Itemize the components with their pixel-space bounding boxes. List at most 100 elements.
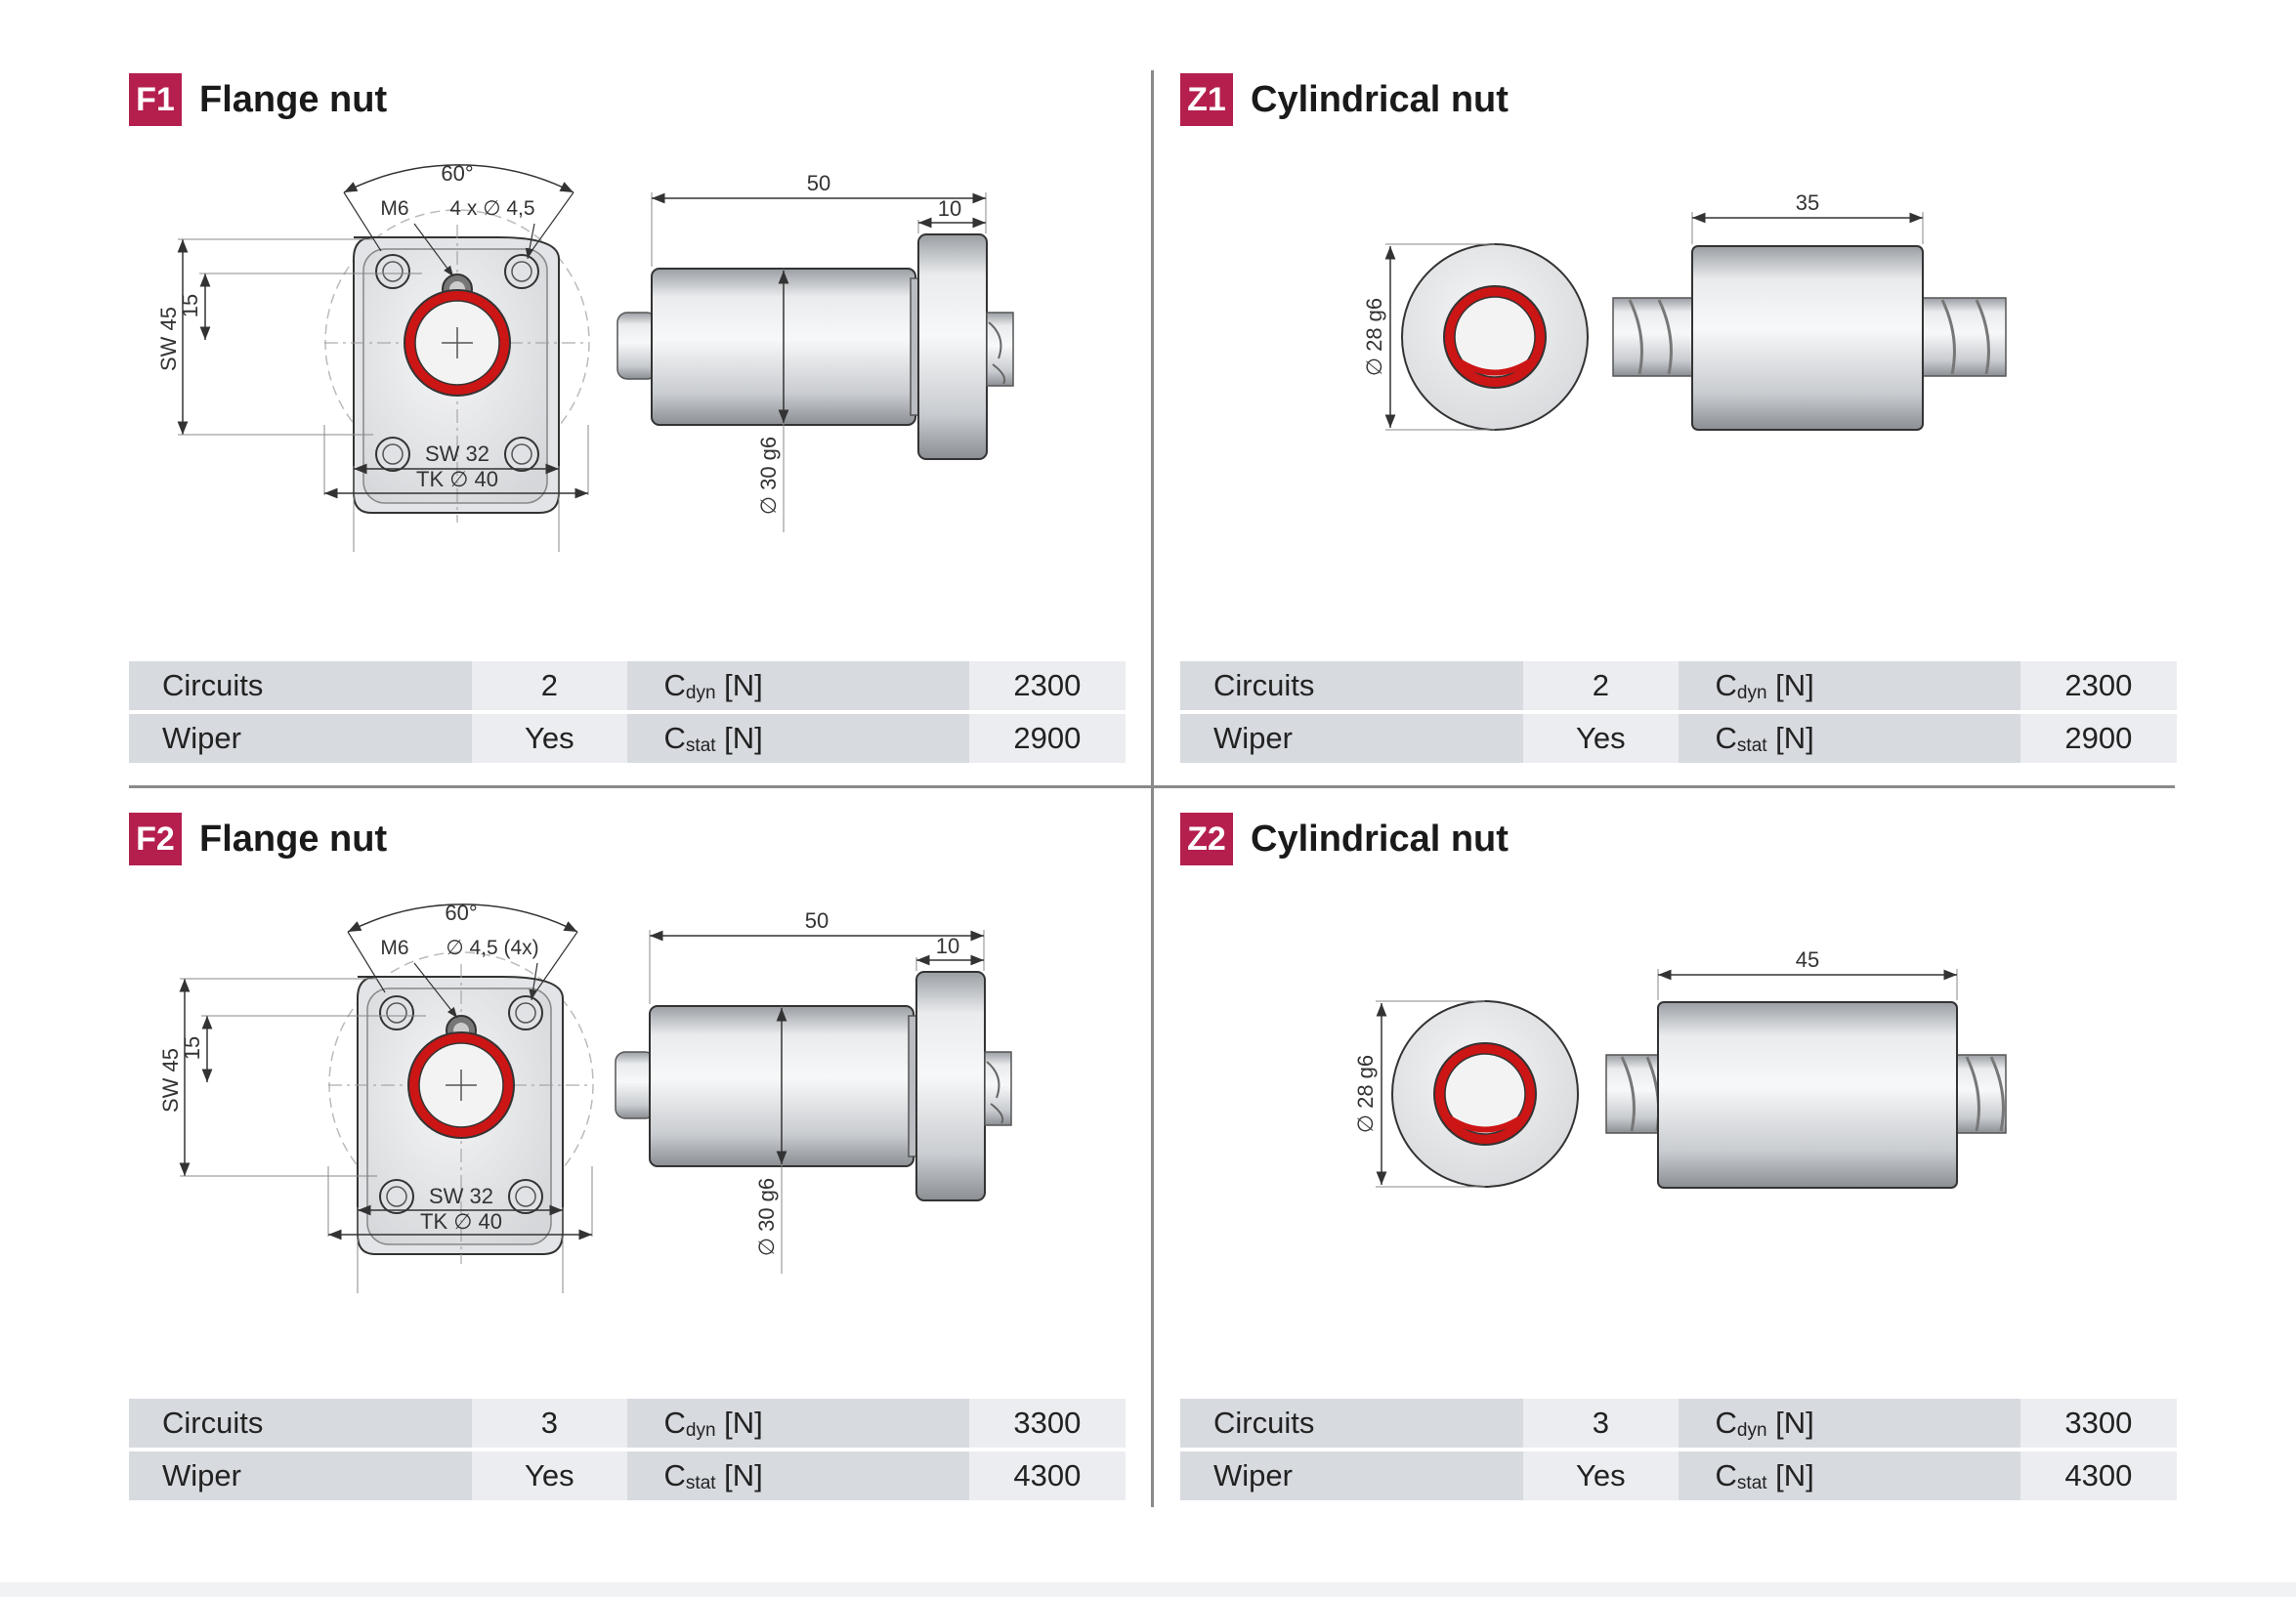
cstat-label: Cstat [N] (626, 1451, 969, 1500)
panel-badge: F2 (129, 813, 182, 865)
cstat-value: 4300 (968, 1451, 1126, 1500)
panel-badge: F1 (129, 73, 182, 126)
table-row: Circuits 2 Cdyn [N] 2300 (129, 661, 1126, 710)
cdyn-value: 3300 (968, 1399, 1126, 1448)
panel-heading: Cylindrical nut (1251, 78, 1509, 120)
cstat-unit: [N] (715, 720, 763, 755)
table-row: Wiper Yes Cstat [N] 2900 (129, 714, 1126, 763)
cstat-main: C (1715, 720, 1737, 755)
dim-length: 45 (1796, 947, 1819, 972)
cstat-value: 4300 (2020, 1451, 2177, 1500)
table-row: Circuits 3 Cdyn [N] 3300 (1180, 1399, 2177, 1448)
circuits-value: 2 (472, 661, 627, 710)
panel-z1: Z1 Cylindrical nut ∅ 28 g6 35 Circuits 2… (1180, 73, 2177, 777)
panel-badge: Z1 (1180, 73, 1233, 126)
circuits-value: 3 (472, 1399, 627, 1448)
panel-heading: Cylindrical nut (1251, 818, 1509, 860)
dim-length: 50 (805, 908, 829, 933)
dim-length: 50 (807, 171, 830, 195)
circuits-value: 3 (1523, 1399, 1679, 1448)
cdyn-main: C (1715, 1405, 1737, 1440)
panel-title: Z2 Cylindrical nut (1180, 813, 1509, 865)
panel-f1: F1 Flange nut 60° M6 4 x ∅ 4,5 (129, 73, 1126, 777)
dim-diameter: ∅ 30 g6 (754, 1178, 779, 1256)
dim-thread: M6 (380, 197, 408, 220)
dim-sw-vertical: SW 45 (158, 1048, 183, 1113)
cdyn-label: Cdyn [N] (626, 661, 969, 710)
cdyn-value: 2300 (2020, 661, 2177, 710)
cdyn-sub: dyn (685, 1419, 716, 1441)
dim-length: 35 (1796, 190, 1819, 215)
spec-table: Circuits 3 Cdyn [N] 3300 Wiper Yes Cstat… (129, 1395, 1126, 1504)
cstat-main: C (663, 1457, 686, 1492)
dim-holes: ∅ 4,5 (4x) (446, 937, 538, 959)
wiper-value: Yes (472, 1451, 627, 1500)
flange-nut-drawing: 60° M6 4 x ∅ 4,5 SW 45 15 SW 32 TK ∅ 40 … (156, 161, 1014, 552)
table-row: Wiper Yes Cstat [N] 2900 (1180, 714, 2177, 763)
cdyn-label: Cdyn [N] (1678, 661, 2020, 710)
cdyn-unit: [N] (1766, 1405, 1814, 1440)
dim-sw-horizontal: SW 32 (425, 441, 489, 466)
cstat-main: C (1715, 1457, 1737, 1492)
cdyn-value: 3300 (2020, 1399, 2177, 1448)
cdyn-main: C (663, 1405, 686, 1440)
table-row: Wiper Yes Cstat [N] 4300 (1180, 1451, 2177, 1500)
cstat-sub: stat (1736, 1472, 1767, 1493)
cstat-sub: stat (1736, 735, 1767, 756)
cstat-sub: stat (685, 1472, 716, 1493)
panel-f2: F2 Flange nut 60° M6 ∅ 4,5 (4x) (129, 813, 1126, 1516)
table-row: Circuits 3 Cdyn [N] 3300 (129, 1399, 1126, 1448)
panel-heading: Flange nut (199, 818, 388, 860)
vertical-divider-bottom (1151, 788, 1154, 1507)
cylindrical-nut-drawing: ∅ 28 g6 35 (1362, 190, 2007, 431)
cstat-unit: [N] (715, 1457, 763, 1492)
table-row: Wiper Yes Cstat [N] 4300 (129, 1451, 1126, 1500)
cstat-value: 2900 (2020, 714, 2177, 763)
dim-height: 15 (178, 294, 202, 317)
cstat-unit: [N] (1766, 1457, 1814, 1492)
flange-nut-drawing: 60° M6 ∅ 4,5 (4x) SW 45 15 SW 32 TK ∅ 40… (158, 901, 1012, 1293)
spec-table: Circuits 2 Cdyn [N] 2300 Wiper Yes Cstat… (1180, 657, 2177, 767)
cdyn-label: Cdyn [N] (1678, 1399, 2020, 1448)
cstat-label: Cstat [N] (626, 714, 969, 763)
cstat-sub: stat (685, 735, 716, 756)
panel-title: F2 Flange nut (129, 813, 387, 865)
cstat-main: C (663, 720, 686, 755)
dim-height: 15 (180, 1036, 204, 1060)
cdyn-unit: [N] (715, 1405, 763, 1440)
cdyn-main: C (663, 667, 686, 702)
dim-sw-vertical: SW 45 (156, 307, 181, 371)
wiper-label: Wiper (129, 1451, 473, 1500)
circuits-value: 2 (1523, 661, 1679, 710)
table-row: Circuits 2 Cdyn [N] 2300 (1180, 661, 2177, 710)
wiper-value: Yes (1523, 714, 1679, 763)
circuits-label: Circuits (129, 1399, 473, 1448)
cstat-label: Cstat [N] (1678, 714, 2020, 763)
dim-pitch: TK ∅ 40 (420, 1209, 502, 1234)
spec-table: Circuits 3 Cdyn [N] 3300 Wiper Yes Cstat… (1180, 1395, 2177, 1504)
dim-angle: 60° (445, 901, 477, 925)
wiper-value: Yes (472, 714, 627, 763)
cdyn-unit: [N] (1766, 667, 1814, 702)
wiper-value: Yes (1523, 1451, 1679, 1500)
cylindrical-nut-drawing: ∅ 28 g6 45 (1353, 947, 2007, 1189)
circuits-label: Circuits (129, 661, 473, 710)
cdyn-sub: dyn (1736, 1419, 1767, 1441)
panel-title: F1 Flange nut (129, 73, 387, 126)
dim-flange: 10 (938, 196, 961, 221)
panel-heading: Flange nut (199, 78, 388, 120)
wiper-label: Wiper (129, 714, 473, 763)
cstat-unit: [N] (1766, 720, 1814, 755)
cstat-label: Cstat [N] (1678, 1451, 2020, 1500)
wiper-label: Wiper (1180, 714, 1524, 763)
circuits-label: Circuits (1180, 1399, 1524, 1448)
bottom-strip (0, 1582, 2296, 1597)
cdyn-label: Cdyn [N] (626, 1399, 969, 1448)
dim-diameter: ∅ 28 g6 (1353, 1055, 1378, 1133)
dim-angle: 60° (441, 161, 473, 186)
wiper-label: Wiper (1180, 1451, 1524, 1500)
dim-holes: 4 x ∅ 4,5 (449, 197, 534, 220)
cdyn-unit: [N] (715, 667, 763, 702)
panel-title: Z1 Cylindrical nut (1180, 73, 1509, 126)
cdyn-value: 2300 (968, 661, 1126, 710)
